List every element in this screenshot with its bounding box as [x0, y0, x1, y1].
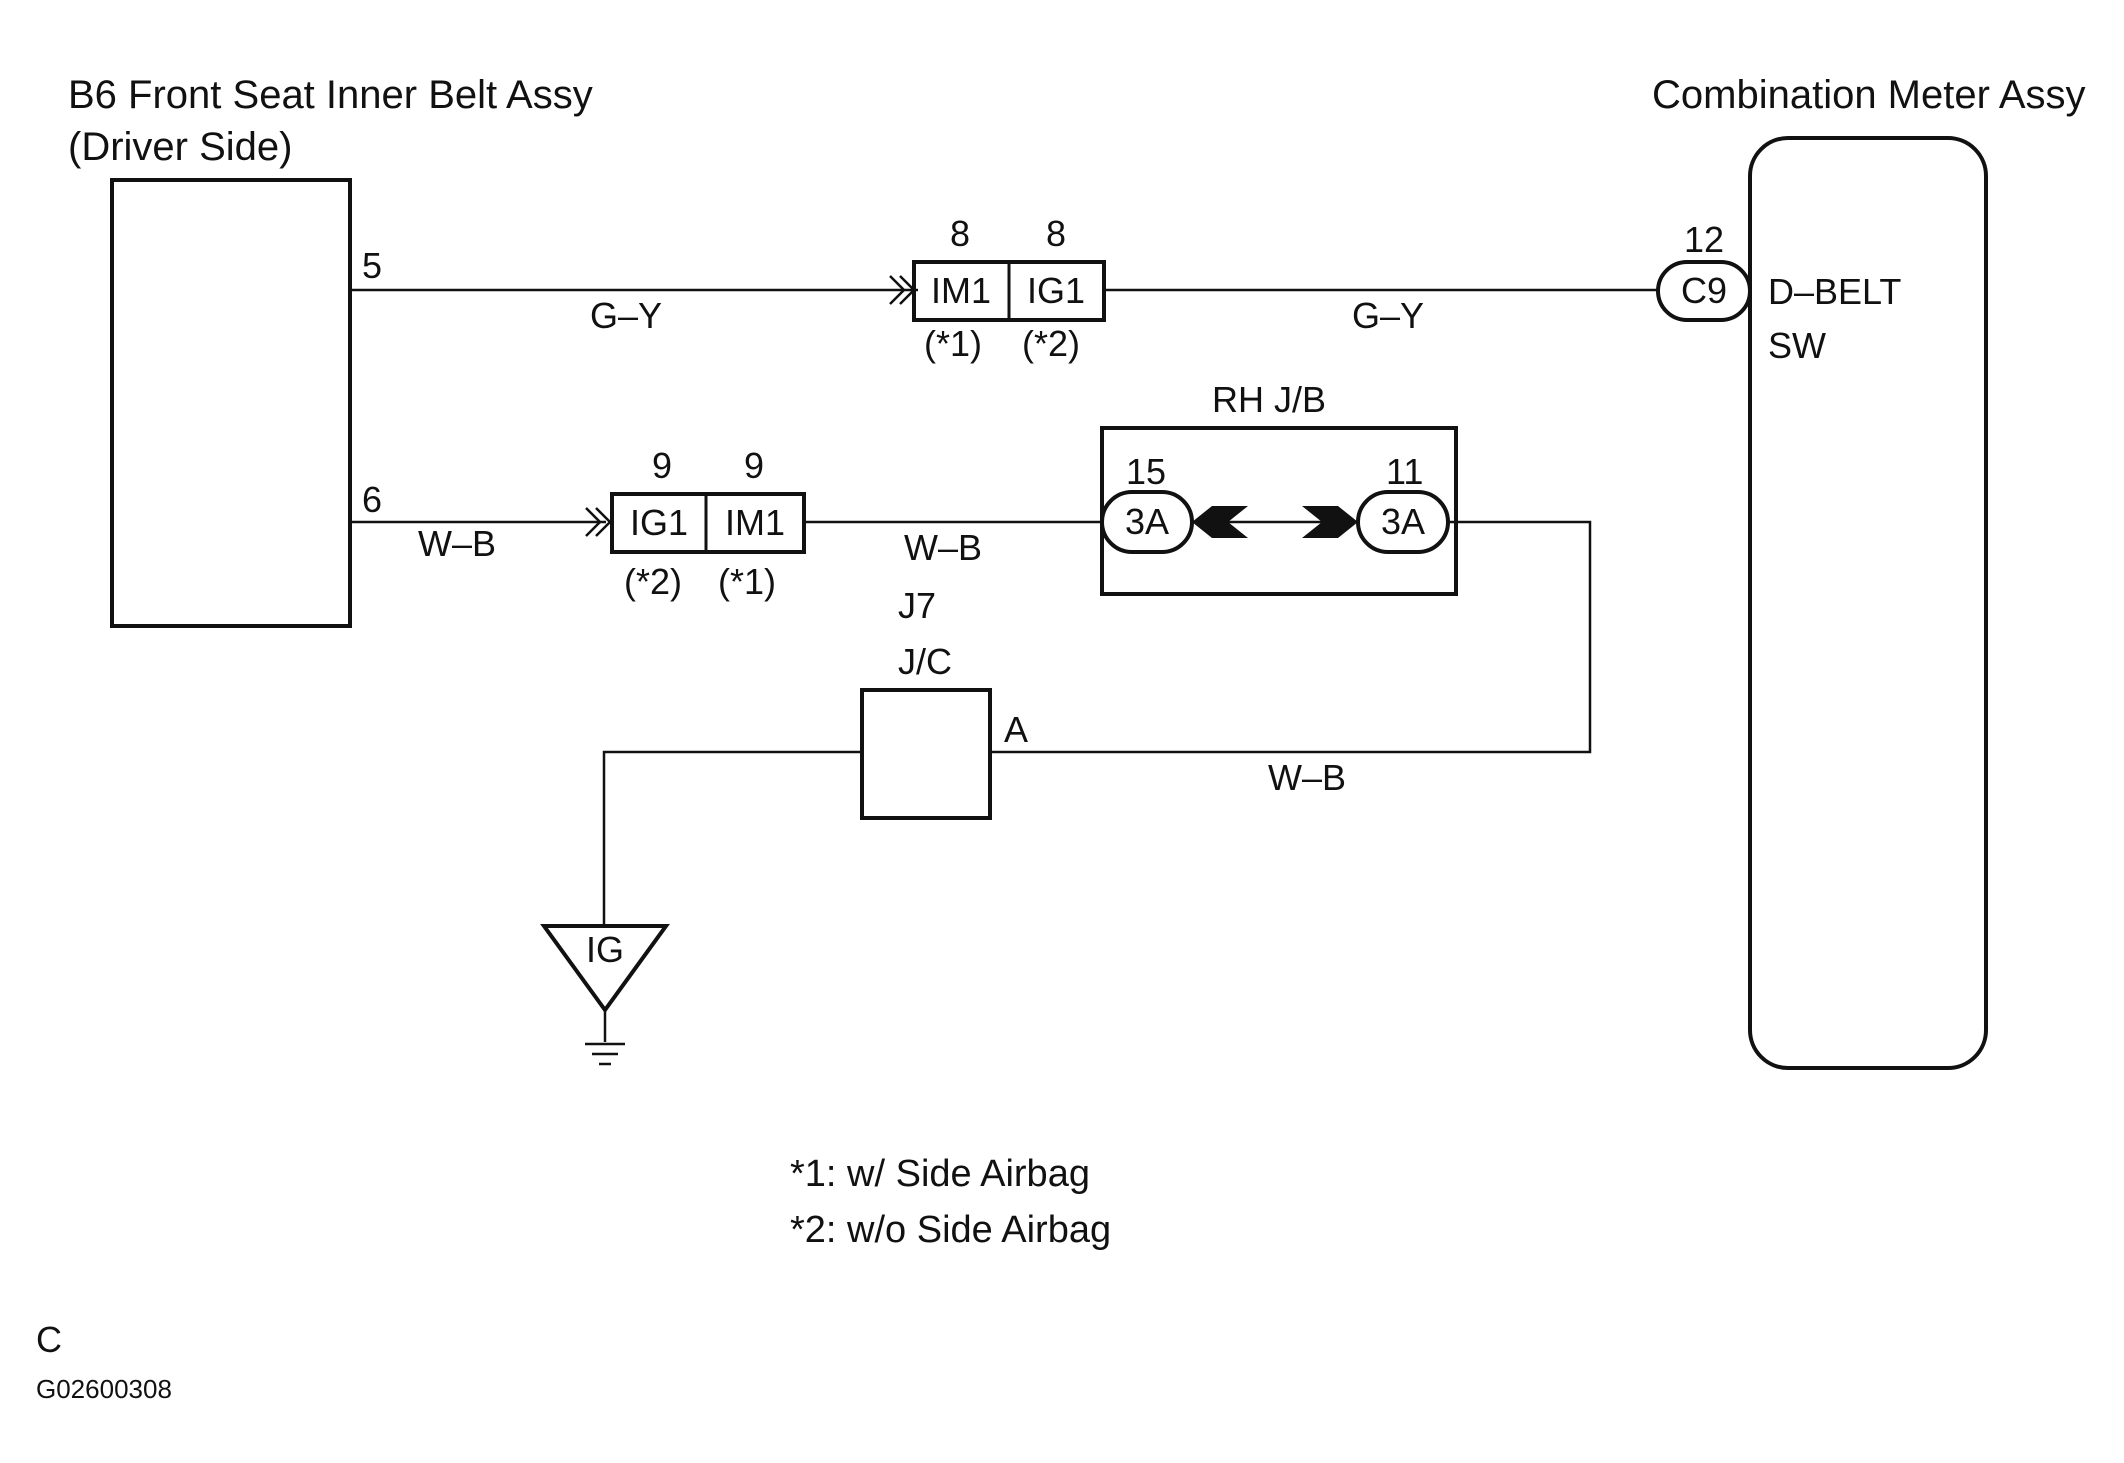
connector-top-right-label: IG1: [1027, 270, 1085, 311]
ground-ig: IG: [540, 924, 670, 1066]
footer-code: C: [36, 1319, 62, 1360]
rh-jb-title: RH J/B: [1212, 379, 1326, 420]
jc-type-label: J/C: [898, 641, 952, 682]
meter-label-sw: SW: [1768, 325, 1826, 366]
wire-wb: W–B W–B: [350, 520, 1102, 568]
inline-connector-top: 8 8 IM1 IG1 (*1) (*2): [889, 213, 1106, 364]
rh-jb-right-connector-label: 3A: [1381, 501, 1425, 542]
jc-box: [860, 688, 992, 820]
rh-jb-right-terminal-mark: [1302, 506, 1358, 538]
wire-wb-left-label: W–B: [418, 523, 496, 564]
combination-meter-box: [1748, 136, 1988, 1070]
connector-bottom-box: [610, 492, 806, 554]
rh-jb-left-terminal-mark: [1192, 506, 1248, 538]
connector-bottom-mark-outer: [585, 507, 602, 537]
seat-belt-pin-5: 5: [362, 245, 382, 286]
connector-bottom-pin-left: 9: [652, 445, 672, 486]
wire-wb-return-line: [992, 520, 1592, 754]
jc-id-label: J7: [898, 585, 936, 626]
inline-connector-bottom: 9 9 IG1 IM1 (*2) (*1): [585, 445, 806, 602]
meter-connector-label: C9: [1681, 270, 1727, 311]
connector-bottom-pin-right: 9: [744, 445, 764, 486]
figure-id: G02600308: [36, 1374, 172, 1404]
connector-bottom-note-left: (*2): [624, 561, 682, 602]
wire-wb-bottom-label: W–B: [1268, 757, 1346, 798]
wire-gy: G–Y G–Y: [350, 288, 1660, 336]
seat-belt-pin-6: 6: [362, 479, 382, 520]
meter-pin-12: 12: [1684, 219, 1724, 260]
note-1: *1: w/ Side Airbag: [790, 1153, 1090, 1195]
footer: C G02600308: [36, 1319, 172, 1404]
notes: *1: w/ Side Airbag *2: w/o Side Airbag: [790, 1153, 1111, 1251]
connector-top-left-label: IM1: [931, 270, 991, 311]
wire-wb-mid-label: W–B: [904, 527, 982, 568]
wire-ground-line: [602, 750, 862, 936]
rh-jb-pin-11: 11: [1386, 451, 1423, 492]
connector-bottom-right-label: IM1: [725, 502, 785, 543]
meter-connector-c9: [1656, 260, 1752, 322]
ground-triangle: [540, 924, 670, 1014]
meter-label-dbelt: D–BELT: [1768, 271, 1901, 312]
ground-label: IG: [586, 929, 624, 970]
jc-terminal-a: A: [1004, 709, 1028, 750]
connector-top-note-left: (*1): [924, 323, 982, 364]
connector-top-note-right: (*2): [1022, 323, 1080, 364]
note-2: *2: w/o Side Airbag: [790, 1209, 1111, 1251]
junction-connector-j7: J7 J/C A: [860, 585, 1028, 820]
connector-top-pin-right: 8: [1046, 213, 1066, 254]
seat-belt-subtitle: (Driver Side): [68, 125, 292, 169]
wire-gy-left-label: G–Y: [590, 295, 662, 336]
wire-gy-right-label: G–Y: [1352, 295, 1424, 336]
connector-top-pin-left: 8: [950, 213, 970, 254]
wire-wb-return: W–B: [602, 520, 1592, 936]
seat-belt-assembly: B6 Front Seat Inner Belt Assy (Driver Si…: [68, 73, 593, 628]
combination-meter-title: Combination Meter Assy: [1652, 73, 2086, 117]
rh-jb-left-connector-label: 3A: [1125, 501, 1169, 542]
connector-bottom-left-label: IG1: [630, 502, 688, 543]
combination-meter: Combination Meter Assy C9 12 D–BELT SW: [1652, 73, 2086, 1070]
connector-top-mark-outer: [889, 275, 906, 305]
rh-jb-pin-15: 15: [1126, 451, 1166, 492]
rh-junction-block: RH J/B 15 11 3A 3A: [1100, 379, 1458, 596]
seat-belt-box: [110, 178, 352, 628]
seat-belt-title: B6 Front Seat Inner Belt Assy: [68, 73, 593, 117]
connector-bottom-note-right: (*1): [718, 561, 776, 602]
